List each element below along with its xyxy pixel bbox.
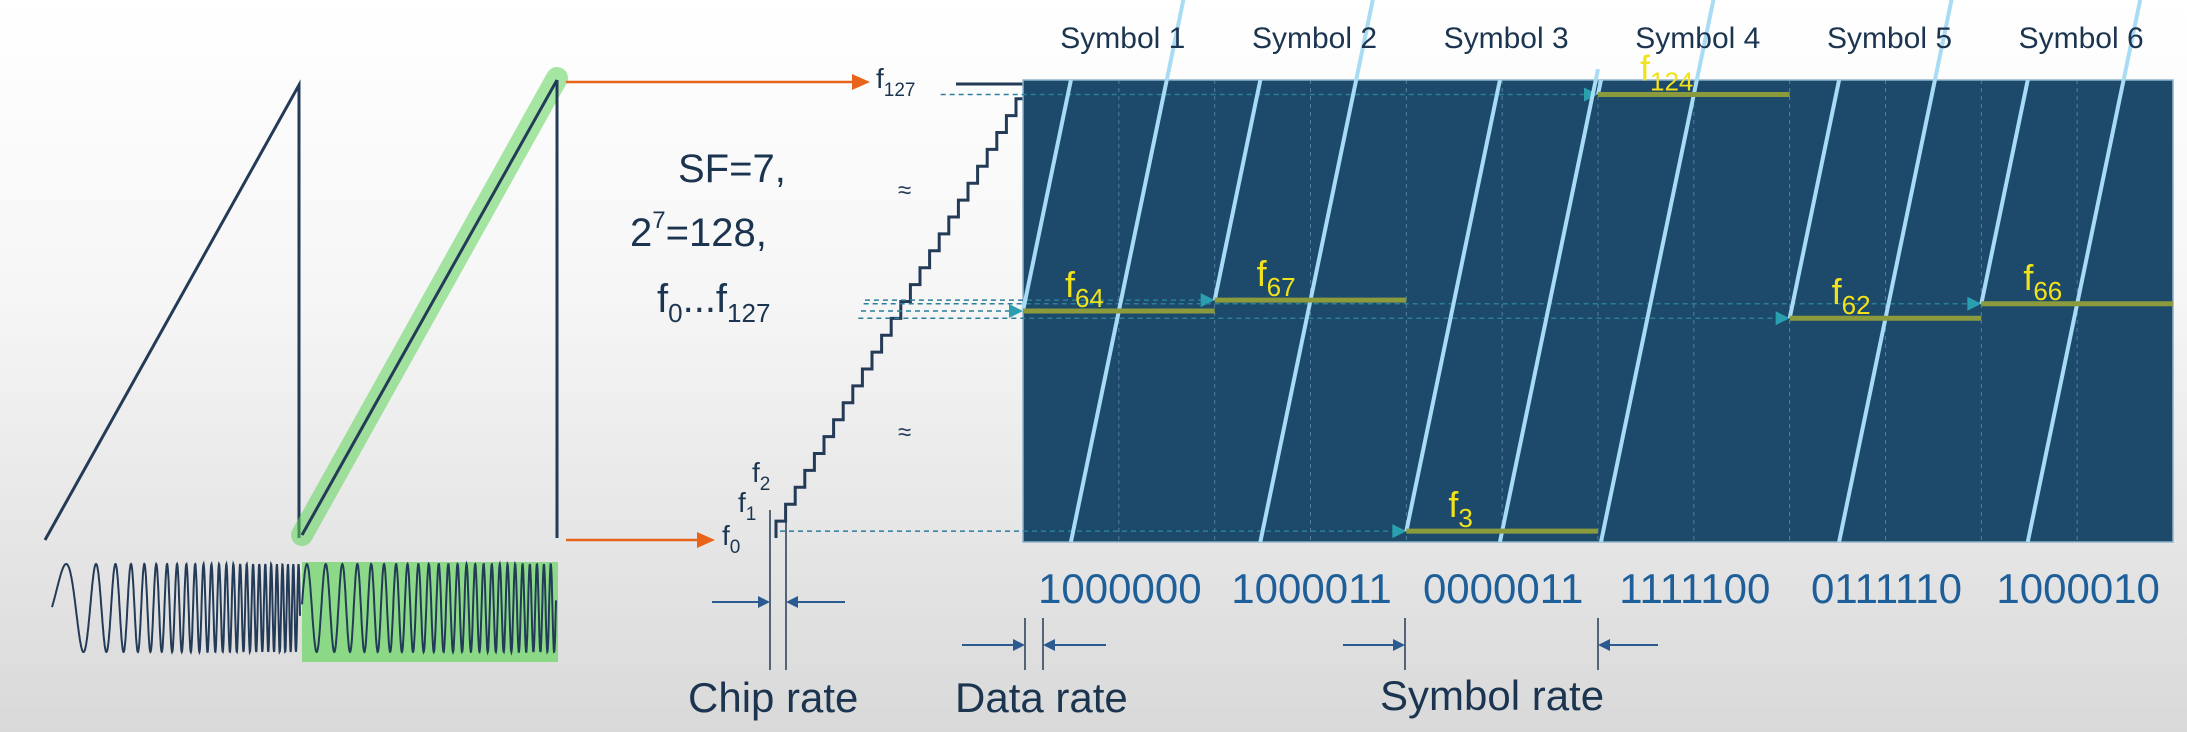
chirp-segment-rise bbox=[1979, 79, 2030, 305]
chips-line: 27=128, bbox=[630, 207, 767, 255]
plain-up-chirp bbox=[43, 79, 301, 541]
break-mark-low: ≈ bbox=[898, 419, 911, 446]
chirp-segment-wrap bbox=[1497, 68, 1600, 543]
data-rate-label: Data rate bbox=[955, 674, 1128, 721]
label-f0: f0 bbox=[722, 520, 740, 558]
symbol-bits: 0111110 bbox=[1811, 565, 1962, 612]
frequency-guide-arrowhead bbox=[1200, 293, 1215, 308]
chirp-segment-wrap bbox=[2025, 0, 2143, 543]
orange-arrow-bottom bbox=[566, 532, 715, 548]
frequency-guide-arrowhead bbox=[1009, 304, 1023, 318]
chirp-segment-rise bbox=[1787, 79, 1842, 319]
symbol-bits: 1000000 bbox=[1038, 565, 1202, 612]
frequency-label: f67 bbox=[1257, 253, 1296, 302]
chirp-segment-wrap bbox=[1258, 0, 1375, 543]
chirp-waveform-2 bbox=[301, 560, 557, 656]
orange-arrow-top bbox=[566, 74, 870, 90]
panel-gridlines bbox=[1118, 80, 2078, 542]
frequency-label: f64 bbox=[1065, 264, 1104, 313]
highlighted-up-chirp bbox=[300, 79, 559, 536]
label-f127: f127 bbox=[876, 63, 915, 101]
label-f2: f2 bbox=[752, 457, 770, 495]
frequency-guide-arrowhead bbox=[1967, 296, 1982, 311]
symbol-rate-arrows bbox=[1343, 639, 1658, 651]
modulated-chirps bbox=[1021, 0, 2143, 543]
staircase-line bbox=[774, 82, 1028, 538]
symbol-bits: 1000011 bbox=[1231, 565, 1391, 612]
rate-labels: Chip rate Data rate Symbol rate bbox=[688, 672, 1604, 721]
frequency-guide-arrowhead bbox=[1392, 524, 1407, 539]
symbol-bits: 1000010 bbox=[1996, 565, 2160, 612]
spreading-factor-text: SF=7, 27=128, f0...f127 bbox=[630, 147, 786, 328]
frequency-range-line: f0...f127 bbox=[657, 277, 770, 328]
frequency-label: f62 bbox=[1832, 271, 1871, 320]
symbol-rate-label: Symbol rate bbox=[1380, 672, 1604, 719]
chirp-segment-rise bbox=[1212, 79, 1263, 301]
chirp-segment-wrap bbox=[1837, 0, 1954, 543]
symbol-bits: 0000011 bbox=[1423, 565, 1583, 612]
symbol-panel: f64 f67 f3 f124 f62 f66 bbox=[779, 0, 2174, 543]
chirp-segment-rise bbox=[1404, 79, 1502, 532]
data-rate-arrows bbox=[962, 639, 1106, 651]
symbol-headers: Symbol 1 Symbol 2 Symbol 3 Symbol 4 Symbol 5… bbox=[1060, 22, 2143, 55]
chirp-segment-wrap bbox=[1599, 0, 1716, 543]
chip-rate-label: Chip rate bbox=[688, 674, 858, 721]
frequency-markers bbox=[1023, 91, 2173, 534]
break-mark-high: ≈ bbox=[898, 177, 911, 204]
symbol-header: Symbol 6 bbox=[2019, 22, 2144, 55]
symbol-header: Symbol 4 bbox=[1635, 22, 1760, 55]
frequency-label: f66 bbox=[2023, 257, 2062, 306]
symbol-header: Symbol 1 bbox=[1060, 22, 1185, 55]
frequency-label: f3 bbox=[1448, 484, 1472, 533]
chirp-segment-rise bbox=[1021, 79, 1073, 312]
symbol-bit-values: 1000000 1000011 0000011 1111100 0111110 10000… bbox=[1038, 565, 2160, 612]
frequency-staircase: ≈ ≈ f127 f2 f1 f0 bbox=[712, 63, 1028, 670]
symbol-header: Symbol 2 bbox=[1252, 22, 1377, 55]
chirp-waveform-1 bbox=[51, 560, 301, 656]
frequency-label: f124 bbox=[1640, 47, 1693, 96]
frequency-guide-arrowhead bbox=[1775, 311, 1790, 326]
sf-line: SF=7, bbox=[678, 147, 786, 191]
label-f1: f1 bbox=[738, 487, 756, 525]
frequency-labels: f64 f67 f3 f124 f62 f66 bbox=[1065, 47, 2062, 533]
symbol-header: Symbol 3 bbox=[1444, 22, 1569, 55]
symbol-bits: 1111100 bbox=[1619, 565, 1770, 612]
chirp-segment-wrap bbox=[1068, 0, 1186, 543]
symbol-header: Symbol 5 bbox=[1827, 22, 1952, 55]
chirp-generation-panel bbox=[43, 67, 870, 662]
chip-rate-arrows bbox=[712, 596, 845, 608]
